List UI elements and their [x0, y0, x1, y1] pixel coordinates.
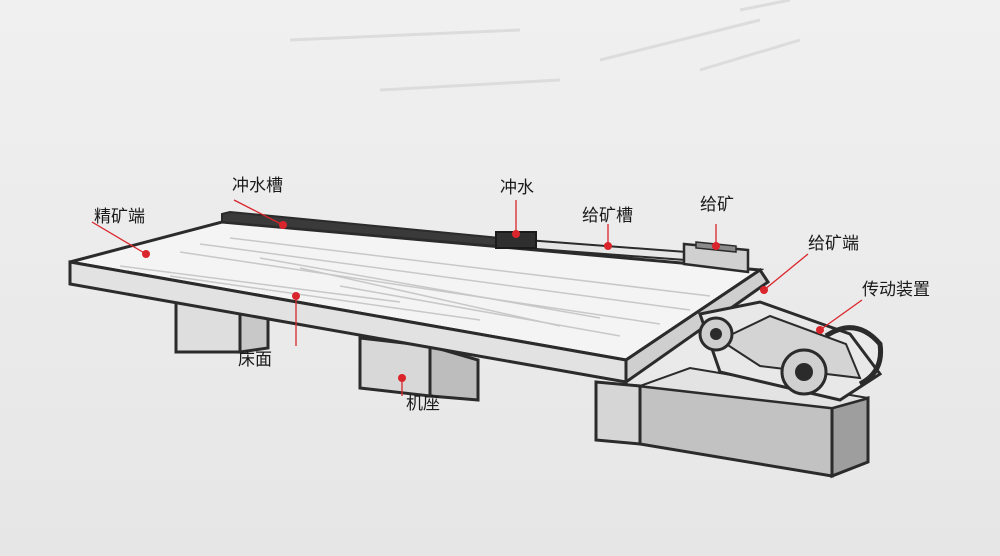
- feed-box: [682, 241, 750, 274]
- annotation-markers: [91, 199, 863, 396]
- background-sketch: [289, 0, 801, 92]
- label-base: 机座: [406, 394, 440, 414]
- label-feed-trough: 给矿槽: [582, 206, 633, 226]
- label-wash-trough: 冲水槽: [232, 176, 283, 196]
- label-drive-unit: 传动装置: [862, 280, 930, 300]
- support-leg-middle: [358, 336, 480, 402]
- table-deck: [68, 220, 771, 385]
- label-concentrate-end: 精矿端: [94, 207, 145, 227]
- label-wash-water: 冲水: [500, 178, 534, 198]
- label-deck: 床面: [238, 350, 272, 370]
- label-feed: 给矿: [700, 195, 734, 215]
- drive-mechanism: [698, 300, 884, 402]
- wash-water-box: [495, 231, 537, 249]
- machine-base: [594, 366, 870, 479]
- label-feed-end: 给矿端: [808, 234, 859, 254]
